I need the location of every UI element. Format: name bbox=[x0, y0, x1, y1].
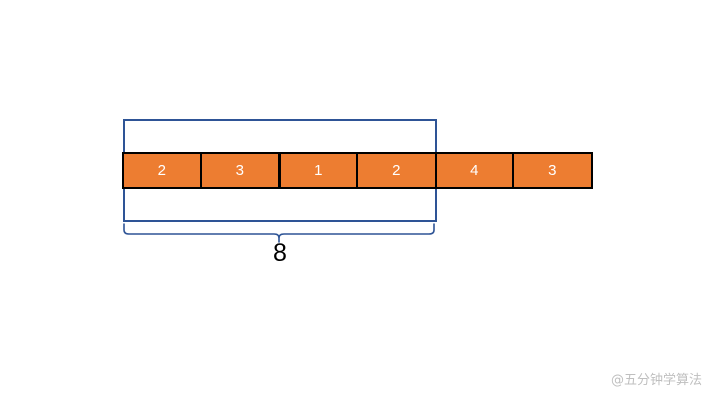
array-cells: 2 3 1 2 4 3 bbox=[122, 152, 593, 189]
watermark: @五分钟学算法 bbox=[610, 373, 702, 388]
array-cell-value: 1 bbox=[314, 162, 323, 179]
array-cell[interactable]: 2 bbox=[357, 152, 436, 189]
array-cell[interactable]: 1 bbox=[279, 152, 357, 189]
brace-icon bbox=[123, 223, 435, 243]
window-sum-label: 8 bbox=[273, 239, 287, 267]
array-cell-value: 2 bbox=[392, 162, 401, 179]
array-cell[interactable]: 4 bbox=[436, 152, 513, 189]
array-cell-value: 2 bbox=[157, 162, 167, 179]
array-cell-value: 4 bbox=[470, 162, 479, 179]
array-cell-value: 3 bbox=[548, 162, 557, 179]
array-cell[interactable]: 2 bbox=[122, 152, 201, 189]
array-cell[interactable]: 3 bbox=[513, 152, 593, 189]
window-span-brace bbox=[118, 222, 444, 244]
array-cell[interactable]: 3 bbox=[201, 152, 279, 189]
array-cell-value: 3 bbox=[235, 162, 245, 179]
